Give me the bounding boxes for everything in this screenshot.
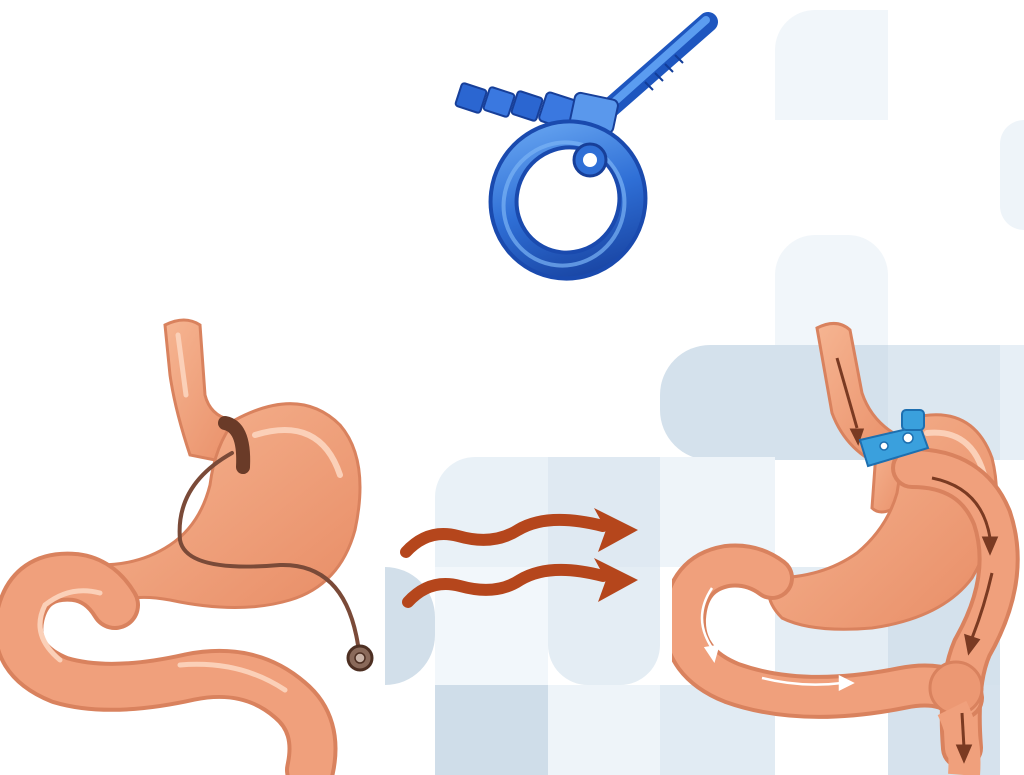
access-port-icon	[348, 646, 372, 670]
bg-tile	[1000, 120, 1024, 230]
stomach-bypass-with-band-icon	[672, 318, 1024, 775]
adjustable-gastric-band-icon	[440, 0, 730, 290]
wavy-arrow-top	[406, 508, 638, 552]
double-wavy-arrow-icon	[398, 500, 648, 620]
wavy-arrow-bottom	[408, 558, 638, 602]
bg-tile	[548, 685, 660, 775]
stomach-with-band-and-port-icon	[0, 315, 400, 775]
bg-tile	[435, 685, 548, 775]
bg-tile	[775, 10, 888, 120]
